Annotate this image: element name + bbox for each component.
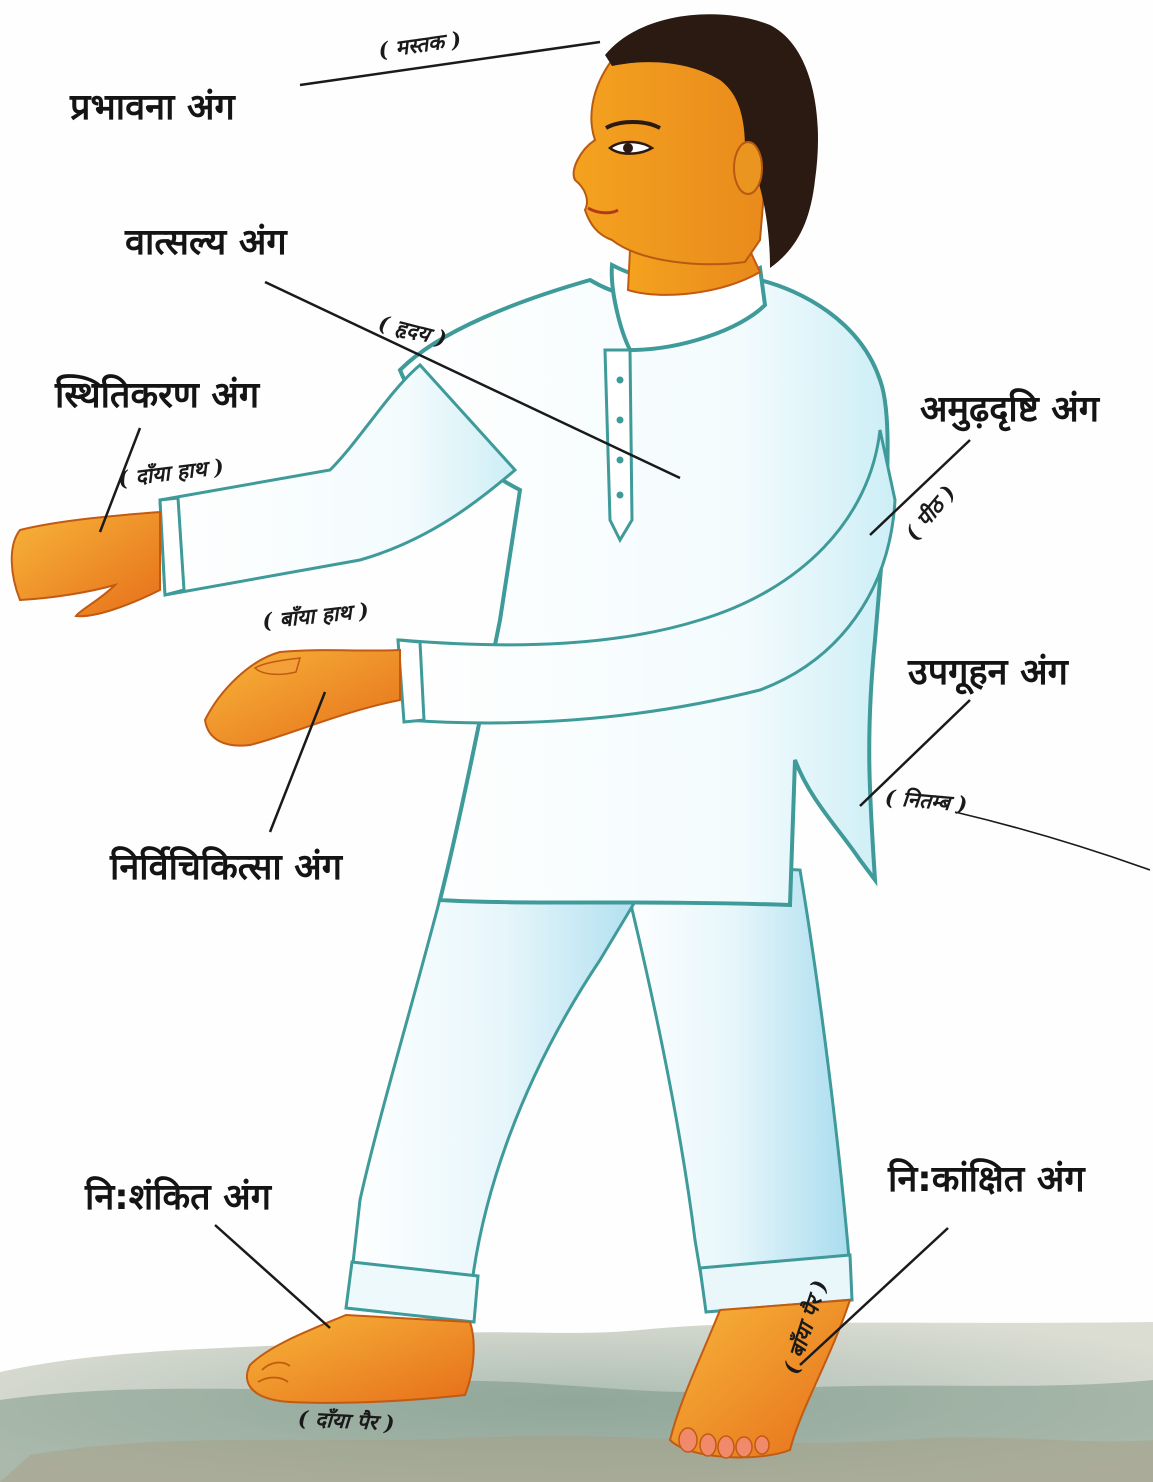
ear xyxy=(734,142,762,194)
ground xyxy=(0,1322,1153,1482)
label-prabhavana: प्रभावना अंग xyxy=(70,90,235,126)
left-cuff xyxy=(398,640,424,722)
left-hand xyxy=(205,650,400,746)
label-nirvichikitsa: निर्विचिकित्सा अंग xyxy=(110,850,342,886)
label-sthitikaran: स्थितिकरण अंग xyxy=(55,378,259,414)
part-right-foot: ( दाँया पैर ) xyxy=(298,1407,395,1433)
left-leg-pajama xyxy=(620,860,852,1312)
label-nihkankshit: नि:कांक्षित अंग xyxy=(888,1162,1085,1198)
right-cuff xyxy=(160,498,184,595)
label-amudhadrishti: अमुढ़दृष्टि अंग xyxy=(920,392,1099,428)
leader-nitamb-tail xyxy=(955,812,1150,870)
leader-nihshankit xyxy=(215,1225,330,1328)
label-nihshankit: नि:शंकित अंग xyxy=(85,1180,271,1216)
label-upaguhan: उपगूहन अंग xyxy=(908,655,1068,691)
part-hip: ( नितम्ब ) xyxy=(884,786,968,814)
right-leg-pajama xyxy=(346,860,660,1322)
eye-pupil xyxy=(623,143,633,153)
right-foot xyxy=(247,1315,474,1403)
head xyxy=(574,14,818,268)
right-hand xyxy=(12,512,160,616)
label-vatsalya: वात्सल्य अंग xyxy=(125,225,287,261)
